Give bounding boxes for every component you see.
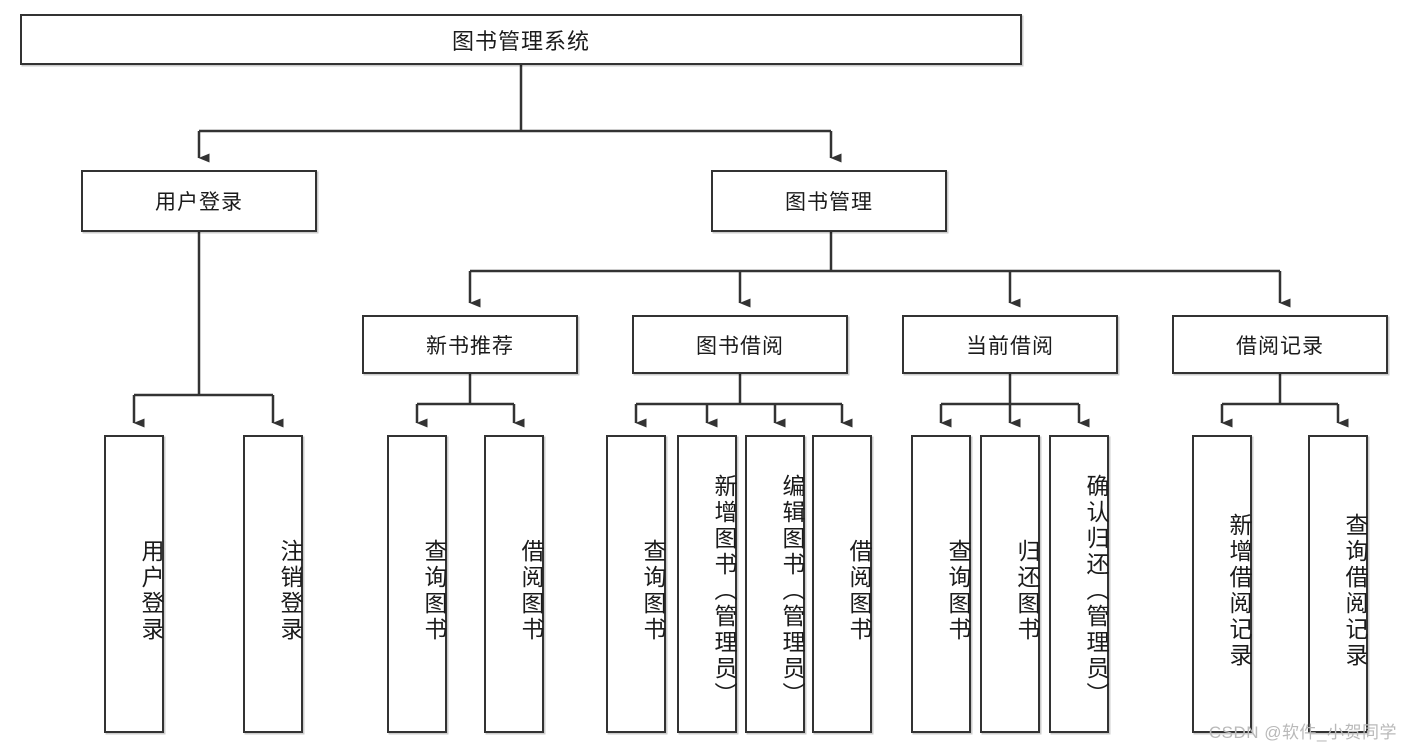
node-label: 图书借阅 xyxy=(696,334,784,358)
node-label: 当前借阅 xyxy=(966,334,1054,358)
node-label: 新书推荐 xyxy=(426,334,514,358)
node-current-borrow[interactable]: 当前借阅 xyxy=(902,315,1118,374)
leaf-user-login-logout[interactable]: 注销登录 xyxy=(243,435,303,733)
node-label: 借阅图书 xyxy=(846,539,872,643)
leaf-book-borrow-add[interactable]: 新增图书（管理员） xyxy=(677,435,737,733)
node-label: 借阅图书 xyxy=(518,539,544,643)
leaf-current-borrow-confirm-return[interactable]: 确认归还（管理员） xyxy=(1049,435,1109,733)
leaf-current-borrow-return[interactable]: 归还图书 xyxy=(980,435,1040,733)
csdn-watermark: CSDN @软件_小贺同学 xyxy=(1208,723,1397,742)
node-label: 查询图书 xyxy=(421,539,447,643)
leaf-user-login-login[interactable]: 用户登录 xyxy=(104,435,164,733)
node-root-system[interactable]: 图书管理系统 xyxy=(20,14,1022,65)
node-label: 借阅记录 xyxy=(1236,334,1324,358)
leaf-borrow-record-query[interactable]: 查询借阅记录 xyxy=(1308,435,1368,733)
node-label: 查询图书 xyxy=(640,539,666,643)
node-label: 编辑图书（管理员） xyxy=(779,474,805,708)
node-book-management[interactable]: 图书管理 xyxy=(711,170,947,232)
node-label: 新增图书（管理员） xyxy=(711,474,737,708)
leaf-book-borrow-edit[interactable]: 编辑图书（管理员） xyxy=(745,435,805,733)
node-label: 查询图书 xyxy=(945,539,971,643)
leaf-new-book-query[interactable]: 查询图书 xyxy=(387,435,447,733)
node-borrow-record[interactable]: 借阅记录 xyxy=(1172,315,1388,374)
node-label: 图书管理系统 xyxy=(451,28,590,54)
node-label: 确认归还（管理员） xyxy=(1083,474,1109,708)
leaf-current-borrow-query[interactable]: 查询图书 xyxy=(911,435,971,733)
node-label: 查询借阅记录 xyxy=(1342,513,1368,669)
leaf-new-book-borrow[interactable]: 借阅图书 xyxy=(484,435,544,733)
leaf-borrow-record-add[interactable]: 新增借阅记录 xyxy=(1192,435,1252,733)
leaf-book-borrow-query[interactable]: 查询图书 xyxy=(606,435,666,733)
node-label: 归还图书 xyxy=(1014,539,1040,643)
node-label: 用户登录 xyxy=(155,191,243,214)
node-label: 图书管理 xyxy=(785,191,873,214)
leaf-book-borrow-borrow[interactable]: 借阅图书 xyxy=(812,435,872,733)
node-book-borrow[interactable]: 图书借阅 xyxy=(632,315,848,374)
node-label: 用户登录 xyxy=(138,539,164,643)
node-label: 新增借阅记录 xyxy=(1226,513,1252,669)
node-new-book-recommend[interactable]: 新书推荐 xyxy=(362,315,578,374)
node-user-login[interactable]: 用户登录 xyxy=(81,170,317,232)
node-label: 注销登录 xyxy=(277,539,303,643)
